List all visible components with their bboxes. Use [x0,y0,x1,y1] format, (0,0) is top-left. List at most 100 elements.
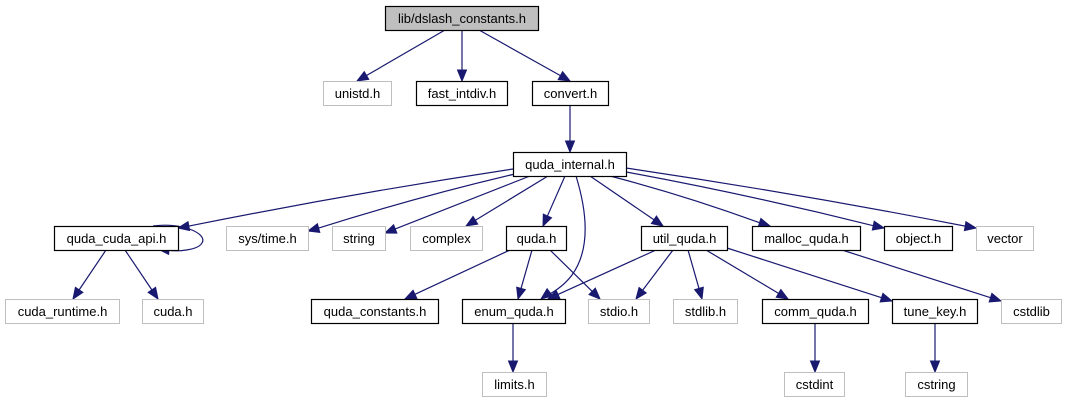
edge-quda-internal-to-complex-arrowhead [464,215,479,227]
edge-quda-internal-to-string [383,175,531,234]
node-box [505,225,568,252]
edge-convert-to-quda-internal-arrowhead [564,140,576,154]
edge-root-to-fast-intdiv-arrowhead [456,69,468,83]
edge-util-quda-to-stdlib-arrowhead [693,286,704,301]
node-stdio: stdio.h [588,299,650,324]
node-box [751,225,862,252]
edge-util-quda-to-enum-quda [546,249,657,300]
edge-comm-quda-to-cstdint-arrowhead [809,360,821,374]
edge-quda-internal-to-sys-time-arrowhead [306,222,321,234]
node-label: quda_internal.h [525,157,615,172]
edge-convert-to-quda-internal [564,105,576,154]
node-label: complex [422,231,471,246]
node-label: quda_constants.h [324,304,427,319]
edge-root-to-unistd [355,29,446,82]
edge-quda-to-enum-quda-arrowhead [516,286,527,301]
node-quda[interactable]: quda.h [505,225,568,252]
node-vector: vector [976,226,1034,251]
node-label: cuda.h [153,304,192,319]
edge-enum-quda-to-limits [507,323,519,374]
node-box [512,151,628,178]
edge-util-quda-to-tune-key-arrowhead [879,292,894,303]
edge-root-to-convert-arrowhead [557,70,572,82]
node-unistd: unistd.h [323,81,392,106]
node-quda-constants[interactable]: quda_constants.h [310,298,440,325]
node-label: cstring [917,377,955,392]
node-complex: complex [410,226,483,251]
edge-quda-cuda-api-to-cuda-runtime-arrowhead [72,286,84,301]
edge-root-to-unistd-arrowhead [355,70,370,82]
node-label: fast_intdiv.h [428,86,496,101]
edge-malloc-quda-to-cstdlib [841,249,1003,303]
node-cstdlib: cstdlib [1001,299,1062,324]
node-enum-quda[interactable]: enum_quda.h [461,298,567,325]
node-label: unistd.h [335,86,381,101]
edge-quda-internal-to-util-quda [589,175,665,227]
node-label: quda.h [517,231,557,246]
node-label: limits.h [494,377,534,392]
node-box [310,298,440,325]
node-tune-key[interactable]: tune_key.h [891,298,979,325]
node-util-quda[interactable]: util_quda.h [640,225,729,252]
edge-quda-internal-to-quda-arrowhead [542,213,553,228]
node-convert[interactable]: convert.h [531,80,610,107]
node-label: enum_quda.h [474,304,554,319]
edge-quda-internal-to-quda [542,175,566,228]
node-comm-quda[interactable]: comm_quda.h [761,298,870,325]
edge-quda-to-quda-constants-arrowhead [403,289,418,300]
edge-util-quda-to-stdlib [687,249,704,301]
edge-quda-internal-to-object-arrowhead [871,220,886,231]
node-box [673,299,738,324]
node-box [482,372,547,397]
node-malloc-quda[interactable]: malloc_quda.h [751,225,862,252]
edge-quda-to-stdio-arrowhead [588,287,601,300]
edge-tune-key-to-cstring-arrowhead [929,360,941,374]
node-fast-intdiv[interactable]: fast_intdiv.h [415,80,509,107]
node-box [142,299,204,324]
node-label: object.h [896,231,942,246]
node-label: quda_cuda_api.h [67,231,167,246]
edge-quda-internal-to-enum-quda-arrowhead [539,287,554,300]
node-cuda-runtime: cuda_runtime.h [5,299,120,324]
edge-malloc-quda-to-cstdlib-arrowhead [988,292,1003,303]
node-label: tune_key.h [904,304,967,319]
node-quda-cuda-api[interactable]: quda_cuda_api.h [53,225,180,252]
node-box [415,80,509,107]
node-box [640,225,729,252]
node-box [53,225,180,252]
node-limits: limits.h [482,372,547,397]
edge-util-quda-to-stdio [635,249,674,301]
node-box [588,299,650,324]
node-object[interactable]: object.h [883,225,954,252]
node-label: cuda_runtime.h [18,304,108,319]
node-box [976,226,1034,251]
node-box [226,226,309,251]
edge-quda-internal-to-util-quda-arrowhead [650,215,665,227]
node-cuda: cuda.h [142,299,204,324]
node-box [384,5,540,32]
node-sys-time: sys/time.h [226,226,309,251]
node-box [905,372,968,397]
node-box [323,81,392,106]
node-box [891,298,979,325]
node-box [883,225,954,252]
node-box [761,298,870,325]
node-label: sys/time.h [238,231,297,246]
node-box [461,298,567,325]
edge-quda-internal-to-malloc-quda-arrowhead [757,217,772,228]
node-quda-internal[interactable]: quda_internal.h [512,151,628,178]
edge-quda-internal-to-sys-time [306,173,516,234]
edge-comm-quda-to-cstdint [809,323,821,374]
edge-enum-quda-to-limits-arrowhead [507,360,519,374]
node-box [410,226,483,251]
edge-quda-internal-to-vector-arrowhead [963,220,978,232]
edge-quda-to-quda-constants [403,249,511,300]
edge-util-quda-to-tune-key [726,247,894,303]
edge-util-quda-to-comm-quda [705,249,790,300]
node-box [1001,299,1062,324]
edge-quda-internal-to-malloc-quda [609,175,772,228]
node-label: string [343,231,375,246]
edge-root-to-fast-intdiv [456,30,468,83]
node-box [784,372,845,397]
node-root[interactable]: lib/dslash_constants.h [384,5,540,32]
